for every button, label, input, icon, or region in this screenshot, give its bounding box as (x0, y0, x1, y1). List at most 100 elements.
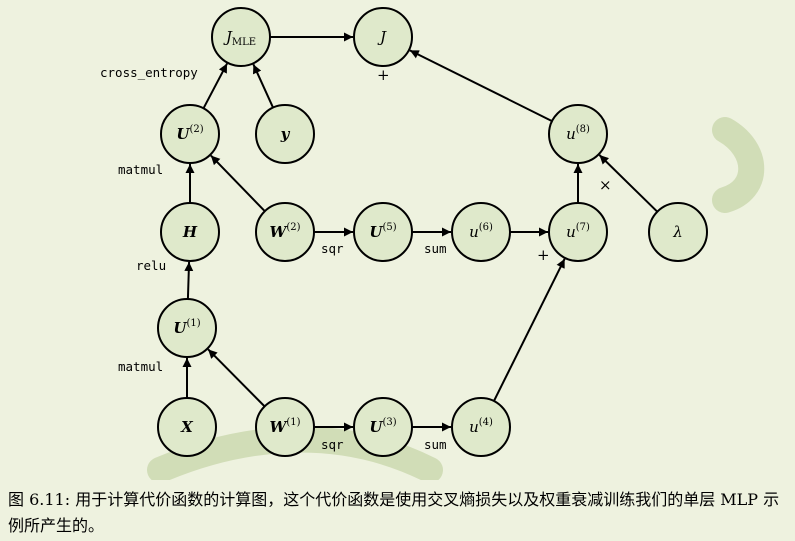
node-main-symbol: U (173, 319, 187, 337)
node-main-symbol: W (269, 418, 288, 436)
node-circle (160, 104, 220, 164)
node-u5: U(5) (353, 202, 413, 262)
node-circle (255, 397, 315, 457)
figure-label: 图 6.11: (8, 490, 71, 509)
node-label: W(2) (269, 222, 300, 241)
node-main-symbol: J (223, 28, 233, 46)
edge-u2-to-jmle (202, 63, 228, 109)
node-circle (451, 202, 511, 262)
op-matmul-bottom-label: matmul (118, 359, 163, 374)
node-main-symbol: H (182, 223, 198, 241)
op-cross-entropy-label: cross_entropy (100, 65, 198, 80)
node-superscript: (2) (189, 124, 203, 135)
node-circle (548, 104, 608, 164)
node-u8: u(8) (548, 104, 608, 164)
node-superscript: (8) (576, 124, 590, 135)
node-superscript: (2) (286, 222, 300, 233)
node-label: U(5) (369, 222, 396, 241)
node-jmle: JMLE (211, 7, 271, 67)
node-label: λ (672, 223, 683, 241)
node-u3: U(3) (353, 397, 413, 457)
node-main-symbol: U (176, 125, 190, 143)
op-sqr-top-label: sqr (321, 241, 344, 256)
node-circle (157, 298, 217, 358)
node-label: u(8) (566, 124, 590, 143)
edge-w2-to-u2 (210, 154, 266, 212)
edge-y-to-jmle (252, 63, 274, 109)
node-main-symbol: U (369, 418, 383, 436)
node-main-symbol: y (280, 125, 291, 143)
node-main-symbol: u (566, 125, 576, 143)
node-label: H (182, 223, 198, 241)
node-circle (255, 104, 315, 164)
node-label: u(6) (469, 222, 493, 241)
node-main-symbol: X (180, 418, 194, 436)
edge-w1-to-u1 (207, 348, 266, 408)
node-u2: U(2) (160, 104, 220, 164)
node-subscript: MLE (232, 37, 256, 48)
node-u6: u(6) (451, 202, 511, 262)
node-circle (648, 202, 708, 262)
node-u1: U(1) (157, 298, 217, 358)
node-circle (255, 202, 315, 262)
node-label: J (377, 28, 387, 46)
node-lambda: λ (648, 202, 708, 262)
node-main-symbol: λ (672, 223, 683, 241)
node-label: X (180, 418, 194, 436)
op-plus-j-label: + (377, 66, 390, 84)
edge-lambda-to-u8 (598, 154, 658, 213)
node-u4: u(4) (451, 397, 511, 457)
figure-caption: 图 6.11: 用于计算代价函数的计算图，这个代价函数是使用交叉熵损失以及权重衰… (8, 487, 790, 539)
node-label: y (280, 125, 291, 143)
caption-text: 用于计算代价函数的计算图，这个代价函数是使用交叉熵损失以及权重衰减训练我们的单层… (8, 490, 780, 535)
node-j: J (353, 7, 413, 67)
node-superscript: (5) (382, 222, 396, 233)
op-sum-top-label: sum (424, 241, 447, 256)
node-label: U(1) (173, 318, 200, 337)
edge-u1-to-h (184, 261, 194, 300)
node-w1: W(1) (255, 397, 315, 457)
op-matmul-top-label: matmul (118, 162, 163, 177)
op-times-u8-label: × (599, 176, 612, 194)
op-sqr-bottom-label: sqr (321, 437, 344, 452)
node-superscript: (6) (479, 222, 493, 233)
node-label: W(1) (269, 417, 300, 436)
node-circle (353, 397, 413, 457)
node-superscript: (1) (186, 318, 200, 329)
node-circle (160, 202, 220, 262)
node-h: H (160, 202, 220, 262)
node-superscript: (3) (382, 417, 396, 428)
node-label: JMLE (223, 28, 256, 48)
node-main-symbol: J (377, 28, 387, 46)
op-plus-u7-label: + (537, 246, 550, 264)
node-label: U(2) (176, 124, 203, 143)
node-x: X (157, 397, 217, 457)
node-main-symbol: W (269, 223, 288, 241)
node-u7: u(7) (548, 202, 608, 262)
watermark-stroke (712, 117, 765, 213)
node-superscript: (4) (479, 417, 493, 428)
node-label: u(4) (469, 417, 493, 436)
node-circle (353, 7, 413, 67)
node-main-symbol: u (469, 418, 479, 436)
node-superscript: (7) (576, 222, 590, 233)
node-label: u(7) (566, 222, 590, 241)
op-relu-label: relu (136, 258, 166, 273)
node-circle (353, 202, 413, 262)
node-circle (451, 397, 511, 457)
node-main-symbol: U (369, 223, 383, 241)
node-circle (211, 7, 271, 67)
node-superscript: (1) (286, 417, 300, 428)
edge-u8-to-j (409, 49, 553, 122)
node-main-symbol: u (469, 223, 479, 241)
node-y: y (255, 104, 315, 164)
op-sum-bottom-label: sum (424, 437, 447, 452)
node-label: U(3) (369, 417, 396, 436)
edge-u4-to-u7 (493, 258, 566, 402)
node-circle (157, 397, 217, 457)
node-w2: W(2) (255, 202, 315, 262)
node-circle (548, 202, 608, 262)
node-main-symbol: u (566, 223, 576, 241)
